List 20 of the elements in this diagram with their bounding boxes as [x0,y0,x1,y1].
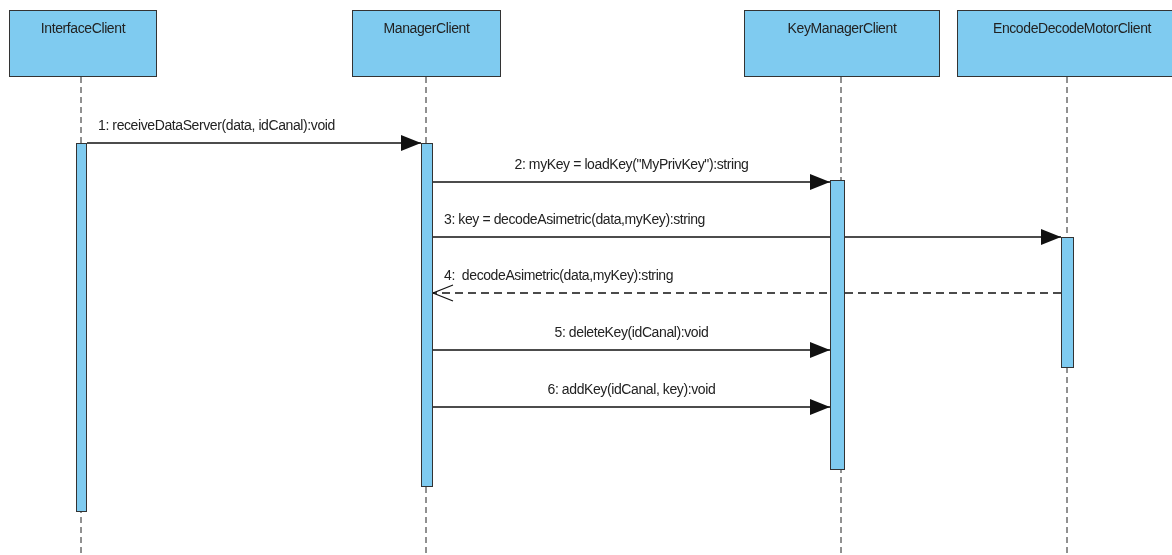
lifeline-head: ManagerClient [352,10,501,77]
lifeline-head: EncodeDecodeMotorClient [957,10,1172,77]
message-label: 4: decodeAsimetric(data,myKey):string [443,267,675,283]
message-label: 2: myKey = loadKey("MyPrivKey"):string [513,156,750,172]
message-label: 3: key = decodeAsimetric(data,myKey):string [443,211,706,227]
message-arrow [86,135,422,151]
message-label: 6: addKey(idCanal, key):void [546,381,717,397]
return-message-arrow [432,284,1062,302]
message-arrow [432,174,831,190]
message-arrow [432,229,1062,245]
lifeline-head: KeyManagerClient [744,10,940,77]
lifeline-head: InterfaceClient [9,10,157,77]
message-label: 1: receiveDataServer(data, idCanal):void [97,117,336,133]
message-label: 5: deleteKey(idCanal):void [553,324,710,340]
activation-bar [830,180,845,470]
activation-bar [421,143,433,487]
activation-bar [1061,237,1074,368]
message-arrow [432,342,831,358]
message-arrow [432,399,831,415]
activation-bar [76,143,87,512]
